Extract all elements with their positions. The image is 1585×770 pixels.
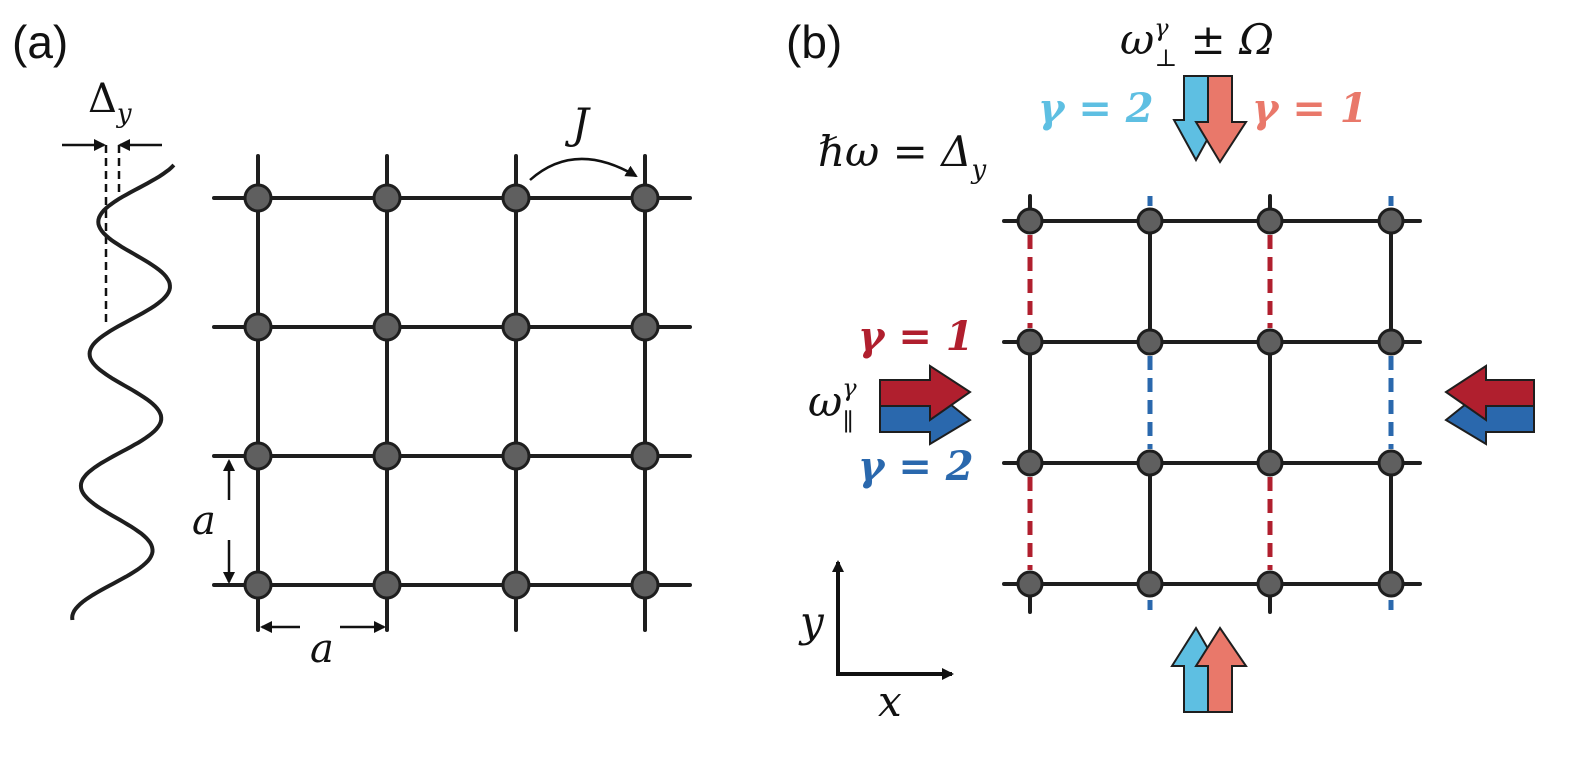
- lattice-a-site: [243, 183, 273, 213]
- lattice-a-site: [501, 312, 531, 342]
- spacing-vertical-label: a: [192, 498, 216, 544]
- lattice-b-site: [1136, 328, 1164, 356]
- resonance-condition: ℏω = Δy: [818, 127, 987, 185]
- lattice-a-site: [243, 441, 273, 471]
- left-arrow-gamma1: [879, 364, 972, 422]
- lattice-b-site: [1377, 449, 1405, 477]
- perp-frequency-label: ωγ⊥ ± Ω: [1120, 14, 1274, 72]
- left-gamma1-label: γ = 1: [858, 313, 974, 360]
- right-arrow-gamma1: [1444, 364, 1535, 422]
- lattice-b-site: [1016, 449, 1044, 477]
- lattice-a-site: [372, 570, 402, 600]
- lattice-a-site: [372, 312, 402, 342]
- lattice-a-site: [630, 183, 660, 213]
- lattice-b-site: [1016, 570, 1044, 598]
- lattice-a-site: [243, 312, 273, 342]
- lattice-b-site: [1136, 449, 1164, 477]
- lattice-b-site: [1377, 207, 1405, 235]
- lattice-a-site: [372, 441, 402, 471]
- top-gamma1-label: γ = 1: [1252, 85, 1368, 132]
- lattice-b-site: [1377, 570, 1405, 598]
- lattice-a-site: [501, 441, 531, 471]
- lattice-a-site: [372, 183, 402, 213]
- x-axis-label: x: [878, 677, 902, 726]
- panel-b-label: (b): [786, 16, 842, 68]
- lattice-b-site: [1016, 328, 1044, 356]
- lattice-b-site: [1256, 207, 1284, 235]
- lattice-a-site: [630, 312, 660, 342]
- lattice-b-site: [1016, 207, 1044, 235]
- lattice-b-site: [1256, 328, 1284, 356]
- lattice-b-site: [1256, 449, 1284, 477]
- lattice-a-site: [630, 441, 660, 471]
- left-gamma2-label: γ = 2: [858, 443, 974, 490]
- lattice-b-site: [1136, 207, 1164, 235]
- potential-wave: [70, 163, 176, 621]
- hopping-label: J: [564, 99, 591, 148]
- lattice-a-site: [243, 570, 273, 600]
- lattice-b-site: [1377, 328, 1405, 356]
- top-gamma2-label: γ = 2: [1038, 85, 1154, 132]
- panel-a-label: (a): [12, 16, 68, 68]
- lattice-a-site: [630, 570, 660, 600]
- lattice-b-site: [1256, 570, 1284, 598]
- spacing-horizontal-label: a: [310, 626, 334, 672]
- lattice-b: [1002, 194, 1422, 614]
- lattice-b-site: [1136, 570, 1164, 598]
- y-axis-label: y: [798, 597, 825, 646]
- bottom-arrow-gamma1: [1194, 626, 1248, 713]
- lattice-a-site: [501, 183, 531, 213]
- par-frequency-label: ωγ∥: [808, 374, 857, 436]
- delta-y-label: Δy: [88, 76, 132, 129]
- top-arrow-gamma1: [1194, 75, 1248, 164]
- lattice-a: [212, 154, 692, 632]
- hopping-arrow: [529, 157, 638, 181]
- lattice-a-site: [501, 570, 531, 600]
